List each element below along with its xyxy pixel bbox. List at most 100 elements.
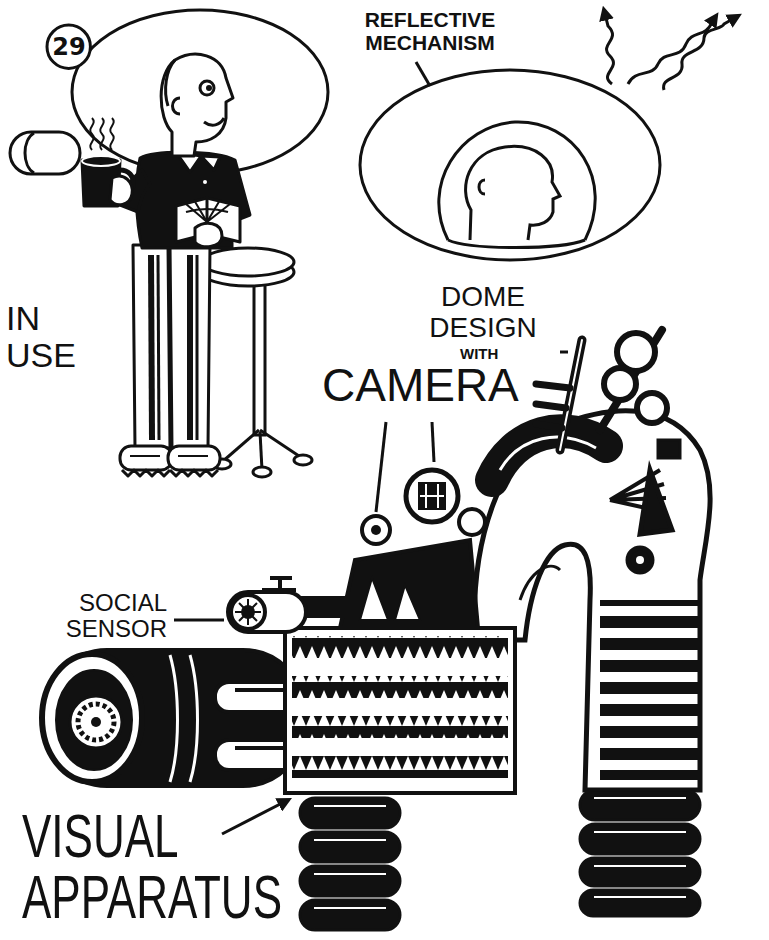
person-figure (133, 245, 170, 448)
person-figure (201, 156, 220, 170)
dome-antenna (658, 440, 680, 458)
person-figure (110, 176, 132, 205)
apparatus-leg (300, 790, 700, 930)
apparatus-body (292, 756, 508, 778)
apparatus-leg (300, 900, 400, 930)
person-figure (187, 255, 193, 440)
person-figure (168, 446, 220, 470)
person-figure (120, 446, 172, 470)
apparatus-body (292, 716, 508, 738)
lens-barrel (170, 655, 178, 782)
person-figure (158, 255, 159, 440)
leader-line (432, 422, 434, 462)
reflective-ring (466, 146, 560, 240)
wave-arrow (604, 10, 738, 90)
camera-dome (362, 516, 390, 544)
dome-antenna (560, 340, 582, 450)
person-figure (200, 81, 214, 95)
apparatus-neck (640, 470, 672, 534)
lens-barrel (56, 670, 132, 770)
wave-arrow (628, 16, 716, 84)
apparatus-leg (594, 798, 686, 897)
stool (202, 248, 312, 477)
wave-arrow (664, 16, 738, 90)
apparatus-body (292, 676, 508, 698)
apparatus-leg (580, 858, 700, 886)
halo-ring (72, 10, 328, 174)
camera-dome (395, 585, 420, 620)
social-sensor (235, 599, 261, 625)
person-figure (203, 180, 207, 184)
leader-line (416, 62, 430, 86)
leader-line (376, 422, 386, 512)
apparatus-body (285, 628, 515, 793)
person-figure (173, 98, 181, 114)
callout-circle: 29 (45, 23, 92, 70)
person-figure (161, 54, 233, 156)
view-label: IN USE (6, 300, 98, 375)
person-figure (90, 118, 93, 150)
apparatus-neck (600, 600, 698, 780)
leader-line (560, 351, 568, 354)
reflective-ring (479, 180, 485, 194)
camera-dome (340, 470, 485, 628)
part-label: DOME DESIGN (413, 282, 553, 344)
apparatus-neck (492, 431, 606, 480)
person-figure (100, 118, 103, 150)
apparatus-leg (580, 890, 700, 916)
apparatus-neck (628, 548, 652, 572)
person-figure (170, 245, 210, 448)
reflective-ring (439, 122, 595, 240)
lens-barrel (42, 654, 142, 782)
dome-antenna (536, 424, 562, 428)
lens-barrel (42, 650, 325, 786)
lens-barrel (70, 696, 122, 748)
person-figure (82, 156, 120, 166)
person-figure (130, 455, 208, 457)
stool (202, 248, 294, 276)
social-sensor (270, 576, 292, 580)
camera-dome (371, 525, 381, 535)
apparatus-leg (580, 824, 700, 854)
camera-dome (420, 484, 444, 508)
apparatus-leg (580, 790, 700, 820)
person-figure (151, 255, 152, 440)
person-figure (204, 118, 224, 125)
apparatus-body (285, 628, 515, 793)
person-figure (136, 152, 250, 248)
stool (260, 430, 302, 458)
camera-dome (420, 484, 444, 508)
lens-barrel (91, 717, 101, 727)
stool (253, 467, 271, 477)
pointer-arrow (222, 800, 288, 834)
apparatus-leg (300, 866, 400, 896)
dome-antenna (560, 340, 582, 450)
callout-circle (47, 25, 90, 68)
person-figure (186, 209, 228, 212)
dome-antenna (637, 393, 667, 423)
stool (222, 430, 259, 462)
apparatus-leg (300, 798, 400, 828)
social-sensor (228, 578, 348, 632)
person-figure (170, 470, 218, 476)
part-label: REFLECTIVE MECHANISM (355, 8, 505, 54)
stool (294, 455, 312, 465)
pill-shape (25, 133, 34, 173)
dome-antenna (536, 404, 566, 408)
camera-dome (340, 540, 478, 628)
person-figure (110, 118, 113, 150)
reflective-ring (360, 70, 660, 260)
callout-number: 29 (52, 33, 85, 61)
reflective-ring (360, 70, 660, 260)
social-sensor (228, 592, 306, 632)
pill-shape (10, 132, 80, 174)
pill-shape (10, 132, 80, 174)
apparatus-leg (314, 806, 386, 908)
person-figure (195, 223, 222, 246)
wave-arrow (604, 10, 613, 84)
person-figure (196, 255, 199, 440)
dome-antenna (536, 330, 680, 458)
apparatus-body (292, 636, 508, 658)
